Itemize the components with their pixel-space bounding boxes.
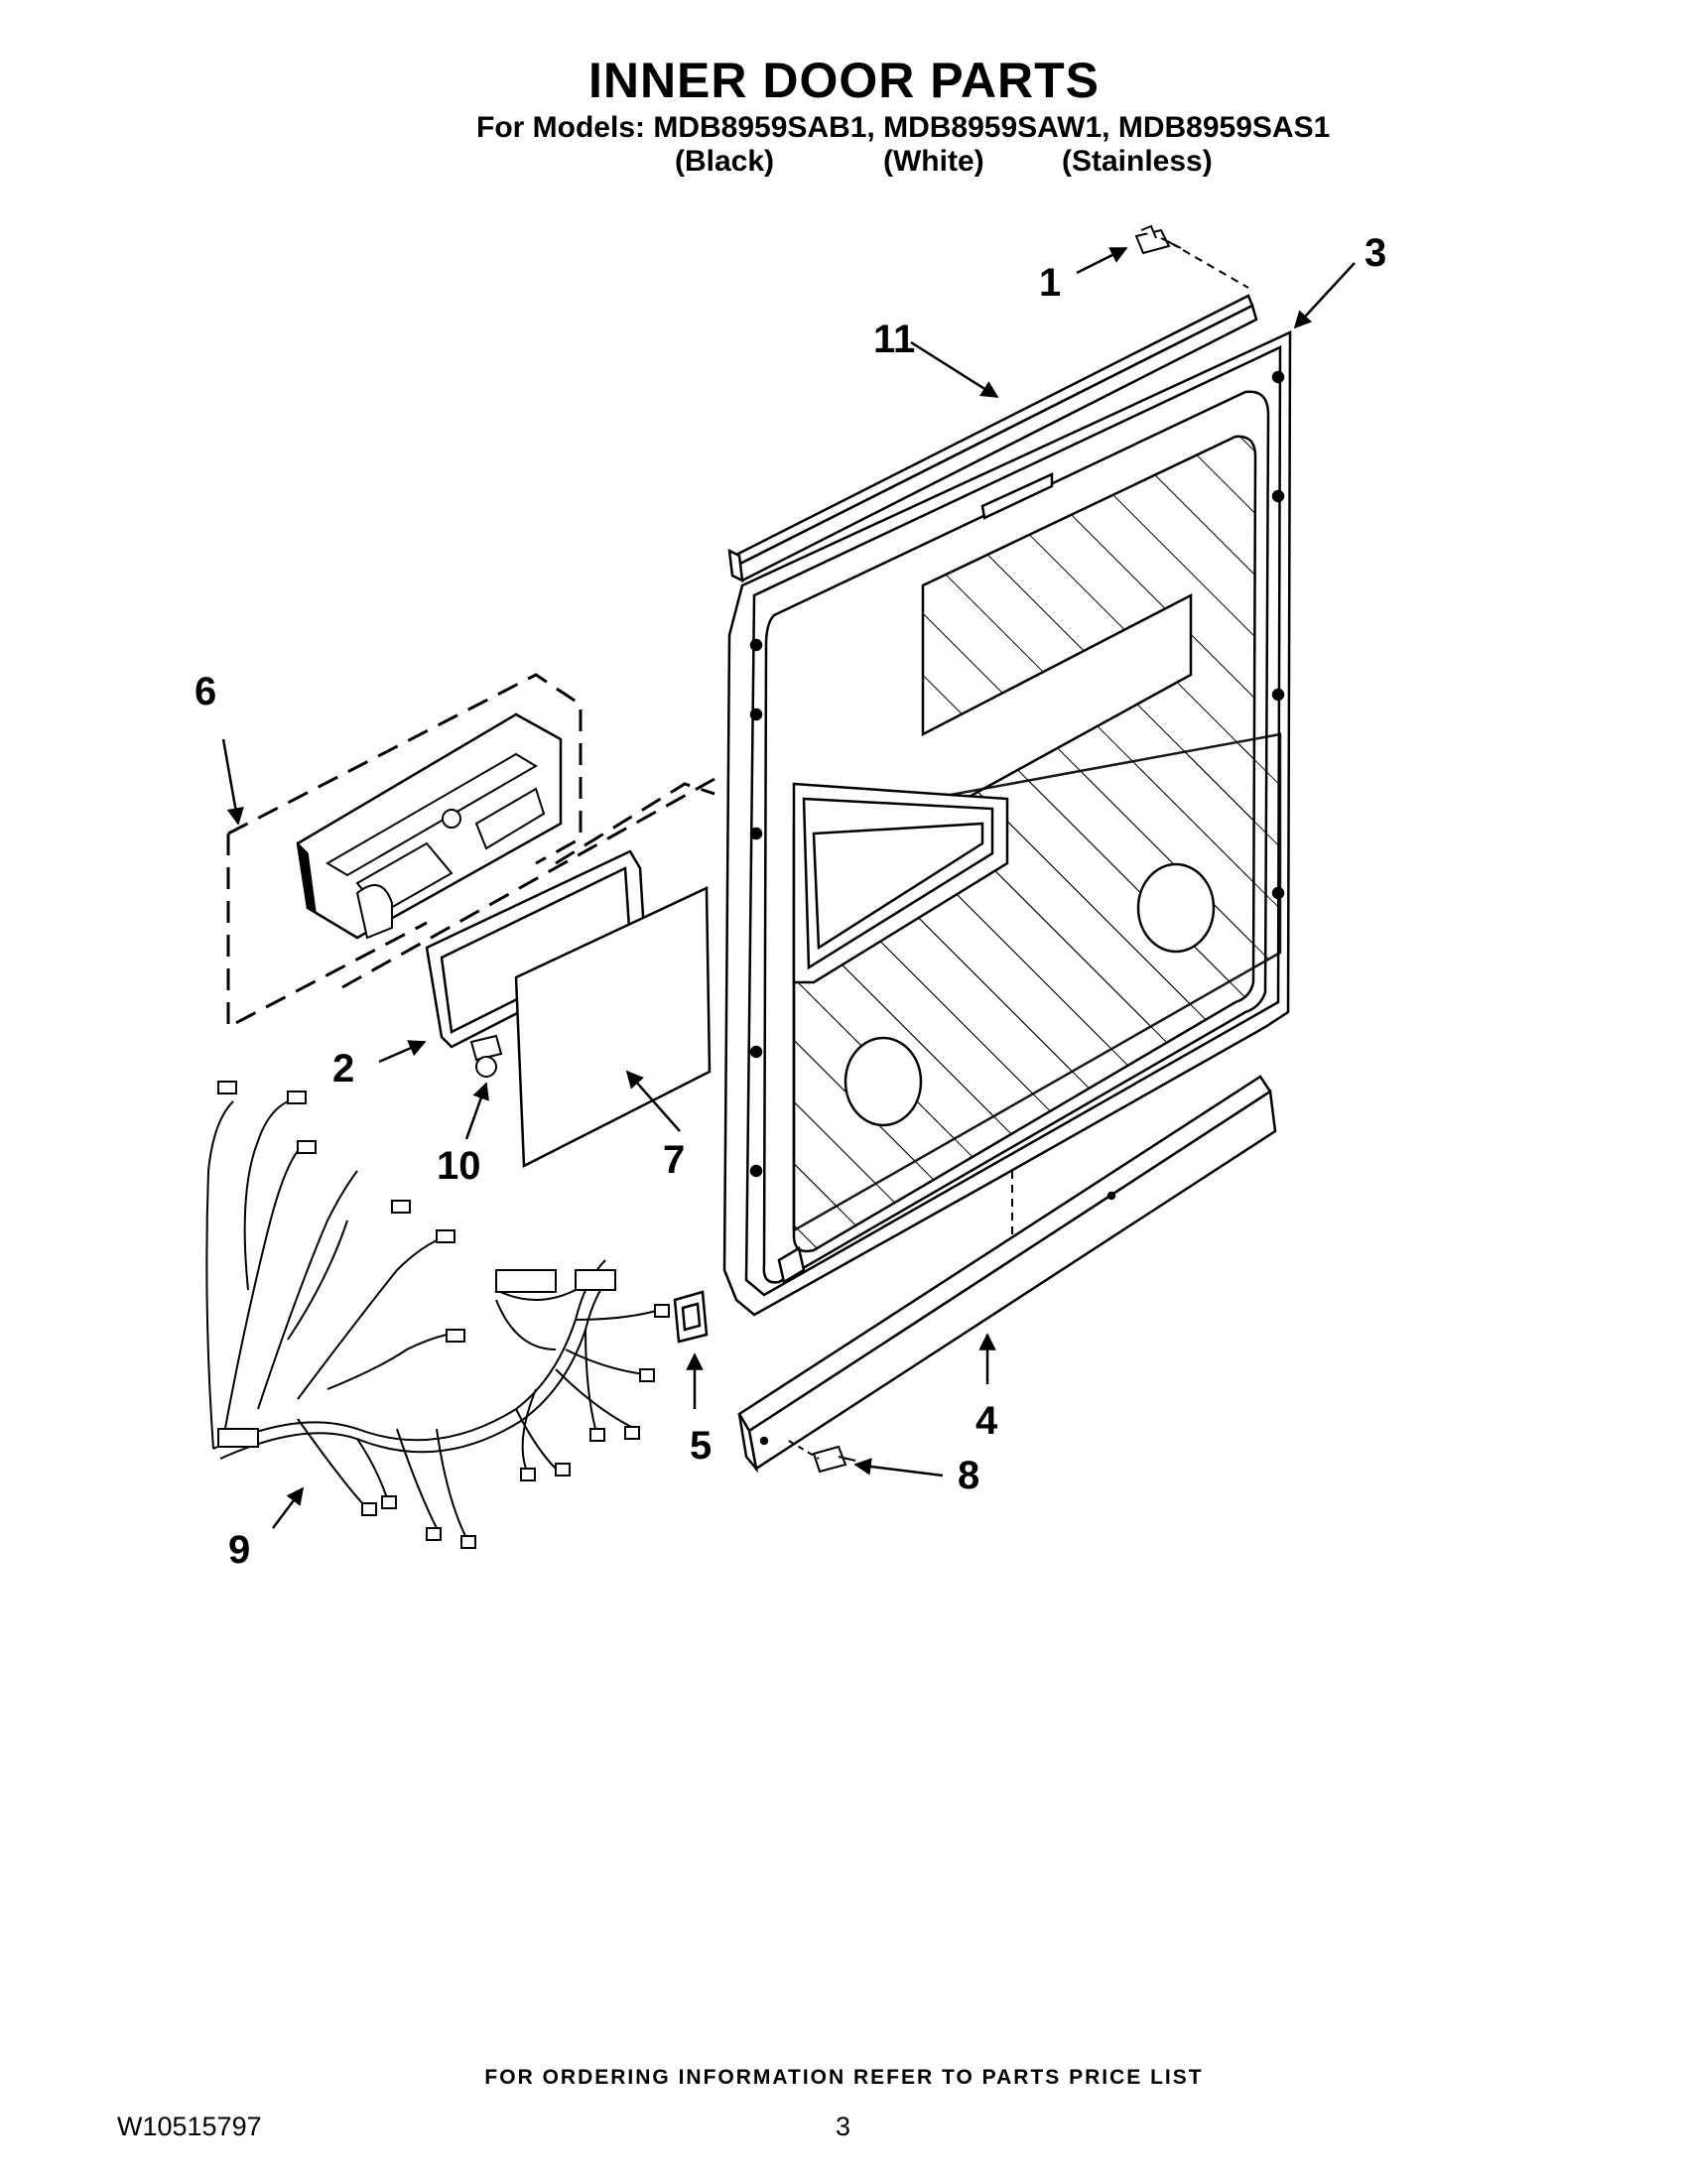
callout-2: 2 bbox=[332, 1047, 354, 1091]
callout-numbers: 1 2 3 4 5 6 7 8 9 10 11 bbox=[195, 231, 1386, 1572]
screw-bottom bbox=[812, 1445, 856, 1474]
variant-white: (White) bbox=[883, 145, 984, 178]
page-number: 3 bbox=[836, 2112, 851, 2141]
inner-door-panel bbox=[722, 330, 1292, 1317]
variant-black: (Black) bbox=[675, 145, 775, 178]
insulation-pad bbox=[514, 886, 712, 1168]
callout-1: 1 bbox=[1039, 261, 1061, 305]
variant-stainless: (Stainless) bbox=[1062, 145, 1213, 178]
callout-6: 6 bbox=[195, 670, 216, 713]
screw-module bbox=[469, 1034, 503, 1078]
top-trim-strip bbox=[727, 294, 1258, 583]
leader-lines bbox=[221, 242, 1356, 1529]
ordering-note: FOR ORDERING INFORMATION REFER TO PARTS … bbox=[484, 2066, 1204, 2089]
callout-10: 10 bbox=[437, 1144, 481, 1188]
screw-top bbox=[1134, 224, 1182, 255]
callout-4: 4 bbox=[975, 1399, 998, 1443]
callout-8: 8 bbox=[958, 1454, 979, 1497]
callout-3: 3 bbox=[1364, 231, 1386, 275]
strike-plate bbox=[673, 1290, 709, 1344]
bottom-seal-strip bbox=[737, 1075, 1277, 1474]
callout-11: 11 bbox=[873, 318, 915, 361]
document-number: W10515797 bbox=[117, 2112, 262, 2141]
models-line: For Models: MDB8959SAB1, MDB8959SAW1, MD… bbox=[476, 111, 1331, 144]
callout-5: 5 bbox=[690, 1424, 712, 1468]
callout-9: 9 bbox=[228, 1528, 250, 1572]
page-title: INNER DOOR PARTS bbox=[587, 53, 1101, 108]
wire-harness bbox=[205, 1081, 670, 1549]
callout-7: 7 bbox=[663, 1138, 685, 1182]
dispenser-assembly bbox=[226, 673, 715, 1030]
